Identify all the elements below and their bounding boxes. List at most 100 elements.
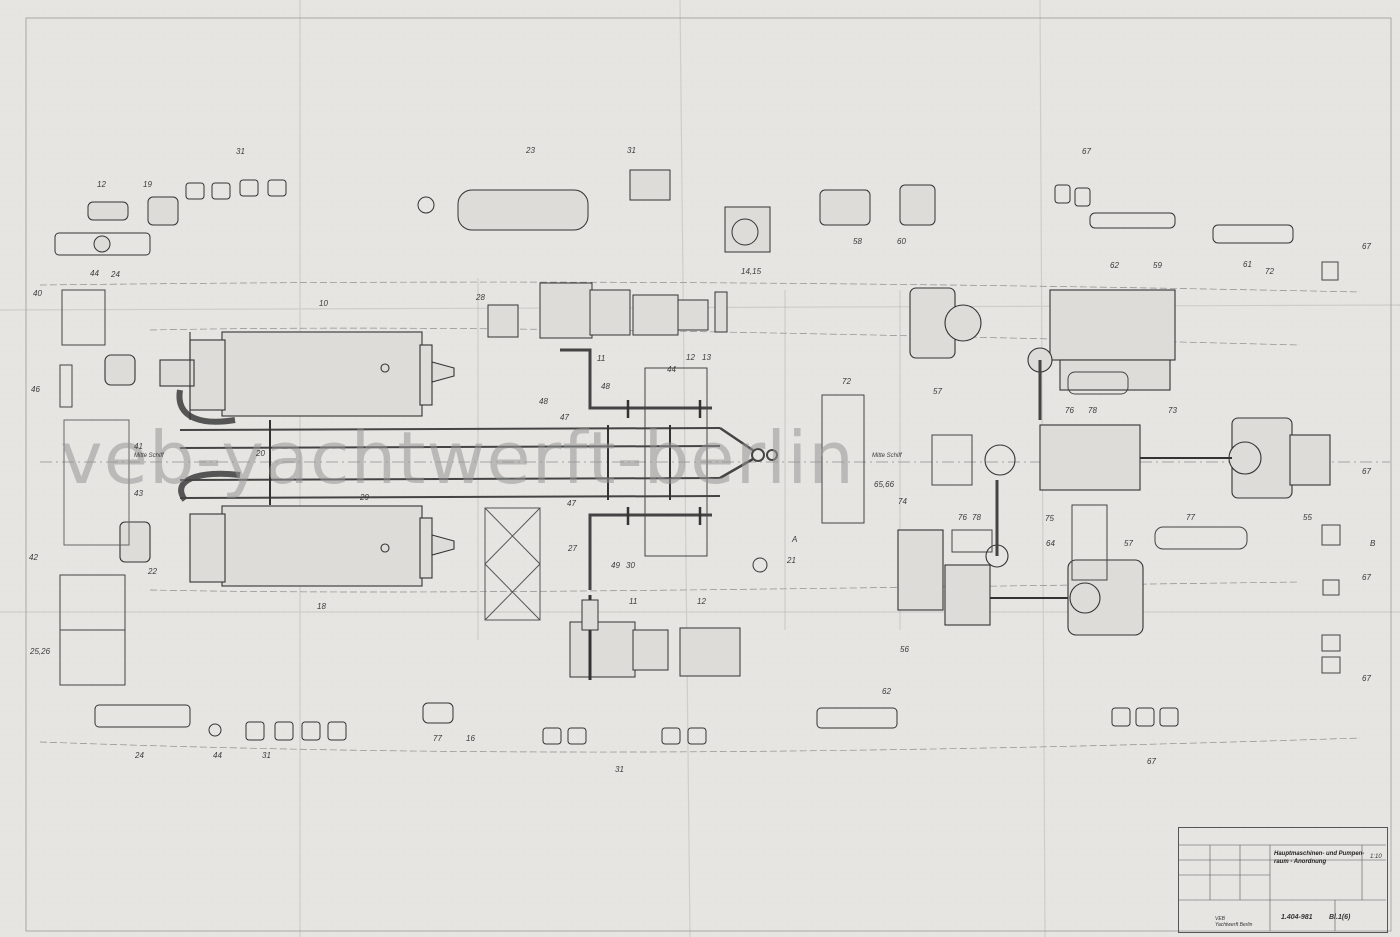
part-label: 77 <box>433 734 442 743</box>
part-label: 22 <box>148 567 157 576</box>
title-block-grid <box>1178 844 1386 931</box>
part-label: 16 <box>466 734 475 743</box>
part-label: 29 <box>360 493 369 502</box>
part-label: 77 <box>1186 513 1195 522</box>
part-label: 72 <box>1265 267 1274 276</box>
section-mark-b: B <box>1370 539 1376 548</box>
part-label: 41 <box>134 442 143 451</box>
part-label: 13 <box>702 353 711 362</box>
part-label: 61 <box>1243 260 1252 269</box>
part-label: 19 <box>143 180 152 189</box>
frame-label: Mitte Schiff <box>134 453 164 459</box>
section-mark-a: A <box>792 535 798 544</box>
part-label: 74 <box>898 497 907 506</box>
pump-starboard <box>897 529 1144 636</box>
part-label: 43 <box>134 489 143 498</box>
part-label: 73 <box>1168 406 1177 415</box>
generator-set-lower <box>569 595 741 680</box>
part-label: 75 <box>1045 514 1054 523</box>
part-label: 67 <box>1362 573 1371 582</box>
part-label: 18 <box>317 602 326 611</box>
title-block: Hauptmaschinen- und Pumpen- raum - Anord… <box>1178 827 1388 933</box>
title-line-1: Hauptmaschinen- und Pumpen- <box>1274 851 1365 857</box>
part-label: 60 <box>897 237 906 246</box>
part-label: 12 <box>686 353 695 362</box>
part-label: 25,26 <box>30 647 51 656</box>
part-label: 44 <box>667 365 676 374</box>
main-engine-port <box>104 331 455 425</box>
maker-line-1: VEB <box>1215 916 1226 922</box>
part-label: 24 <box>111 270 120 279</box>
part-label: 40 <box>33 289 42 298</box>
part-label: 11 <box>597 354 606 363</box>
part-label: 12 <box>97 180 106 189</box>
left-side-equipment <box>59 289 130 686</box>
right-side-boxes <box>821 261 1341 674</box>
sheet-number: Bl.1(6) <box>1329 914 1351 921</box>
part-label: 64 <box>1046 539 1055 548</box>
part-label: 11 <box>629 597 638 606</box>
part-label: 57 <box>1124 539 1133 548</box>
part-label: 47 <box>560 413 569 422</box>
part-label: 67 <box>1362 674 1371 683</box>
part-label: 78 <box>1088 406 1097 415</box>
pump-center <box>984 417 1331 499</box>
part-label: 31 <box>627 146 636 155</box>
part-label: 62 <box>882 687 891 696</box>
part-label: 10 <box>319 299 328 308</box>
maker-line-2: Yachtwerft Berlin <box>1215 922 1253 928</box>
part-label: 55 <box>1303 513 1312 522</box>
part-label: 56 <box>900 645 909 654</box>
part-label: 48 <box>601 382 610 391</box>
part-label: 67 <box>1362 242 1371 251</box>
part-label: 72 <box>842 377 851 386</box>
title-line-2: raum - Anordnung <box>1274 859 1327 865</box>
part-label: 67 <box>1082 147 1091 156</box>
part-label: 27 <box>568 544 577 553</box>
part-label: 62 <box>1110 261 1119 270</box>
main-engine-starboard <box>119 470 455 587</box>
vertical-piping <box>995 360 1042 556</box>
part-label: 31 <box>236 147 245 156</box>
part-label: 48 <box>539 397 548 406</box>
frame-label: Mitte Schiff <box>872 453 902 459</box>
part-label: 59 <box>1153 261 1162 270</box>
part-label: 44 <box>90 269 99 278</box>
part-label: 57 <box>933 387 942 396</box>
part-label: 44 <box>213 751 222 760</box>
part-label: 20 <box>256 449 265 458</box>
part-label: 76 <box>1065 406 1074 415</box>
pump-port <box>909 287 1176 391</box>
part-label: 23 <box>526 146 535 155</box>
exhaust-pipes <box>560 348 712 590</box>
maker-label: VEB Yachtwerft Berlin <box>1215 916 1252 928</box>
part-label: 47 <box>567 499 576 508</box>
crossed-boxes <box>484 507 541 621</box>
part-label: 28 <box>476 293 485 302</box>
part-label: 67 <box>1362 467 1371 476</box>
title-block-title: Hauptmaschinen- und Pumpen- raum - Anord… <box>1274 850 1366 866</box>
part-label: 46 <box>31 385 40 394</box>
top-row-equipment <box>54 169 1294 256</box>
part-label: 12 <box>697 597 706 606</box>
part-label: 31 <box>615 765 624 774</box>
central-unit <box>644 367 708 557</box>
pipe-flanges <box>626 400 702 525</box>
part-label: 65,66 <box>874 480 895 489</box>
drawing-number: 1.404-981 <box>1281 914 1313 921</box>
part-label: 49 <box>611 561 620 570</box>
part-label: 21 <box>787 556 796 565</box>
part-label: 76 <box>958 513 967 522</box>
part-label: 14,15 <box>741 267 762 276</box>
watermark: veb-yachtwerft-berlin <box>60 416 855 500</box>
shaft-flanges <box>269 420 671 505</box>
part-label: 31 <box>262 751 271 760</box>
small-modules <box>185 179 1179 745</box>
part-label: 42 <box>29 553 38 562</box>
scale-label: 1:10 <box>1370 854 1382 860</box>
part-label: 78 <box>972 513 981 522</box>
part-label: 67 <box>1147 757 1156 766</box>
